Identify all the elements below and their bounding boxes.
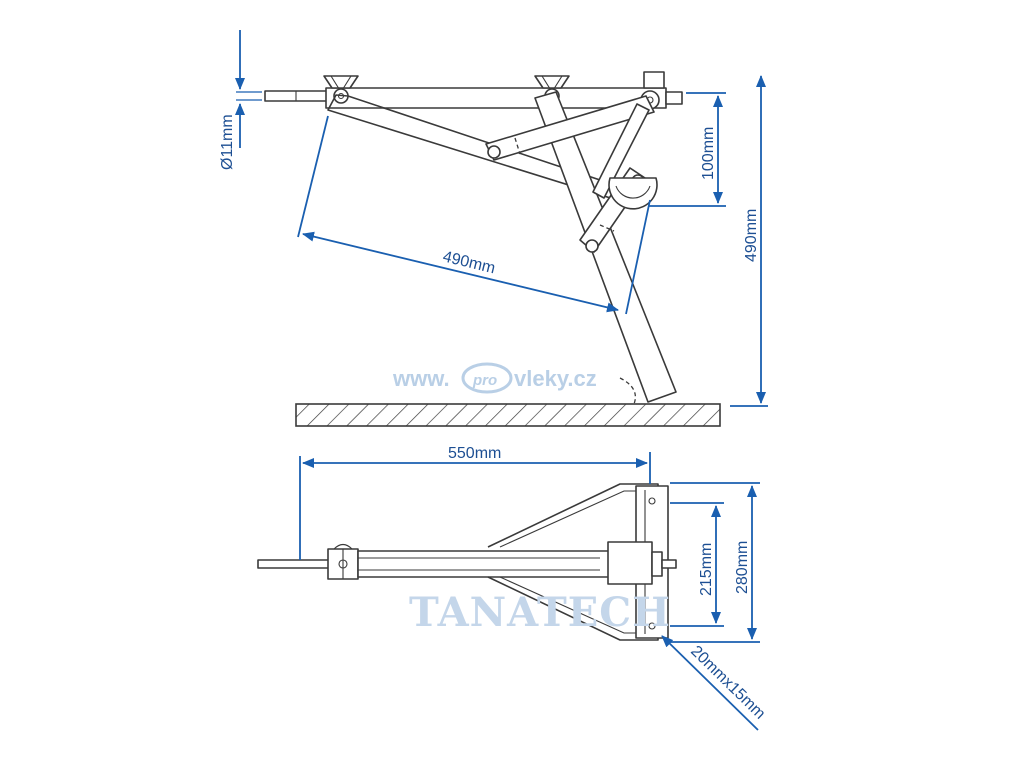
dim-stroke-height: 100mm	[648, 92, 726, 207]
dim-total-height: 490mm	[730, 75, 768, 407]
watermark-badge: pro	[472, 372, 497, 389]
threaded-rod	[264, 90, 328, 102]
dim-total-height-label: 490mm	[743, 209, 760, 262]
threaded-rod-top	[257, 559, 333, 569]
cross-link	[592, 103, 650, 199]
dim-total-length-label: 550mm	[448, 445, 501, 462]
dim-profile-size-label: 20mmx15mm	[687, 643, 768, 723]
pivot-wheel	[608, 177, 658, 210]
bar-end-cap	[665, 91, 683, 105]
watermark-brand: TANATECH	[409, 589, 671, 636]
crank-housing	[607, 541, 653, 585]
foot-arc	[619, 377, 637, 405]
dim-outer-width: 280mm	[670, 482, 760, 643]
dim-inner-width-label: 215mm	[698, 543, 715, 596]
dim-rod-diameter: Ø11mm	[219, 30, 262, 170]
dim-stroke-height-label: 100mm	[700, 127, 717, 180]
center-bar	[357, 550, 649, 578]
dim-rod-diameter-label: Ø11mm	[219, 114, 236, 170]
watermark-suffix: vleky.cz	[514, 366, 597, 391]
watermark-site: www. pro vleky.cz	[392, 362, 597, 394]
ground	[295, 403, 721, 427]
dim-total-length: 550mm	[299, 445, 651, 560]
dim-outer-width-label: 280mm	[734, 541, 751, 594]
watermark-prefix: www.	[392, 366, 450, 391]
top-view	[257, 483, 677, 641]
crank-nut	[643, 71, 665, 89]
dim-inner-width: 215mm	[670, 502, 724, 627]
dim-leg-length-label: 490mm	[441, 248, 497, 277]
dim-profile-size: 20mmx15mm	[661, 635, 768, 731]
crank-shaft	[661, 559, 677, 569]
